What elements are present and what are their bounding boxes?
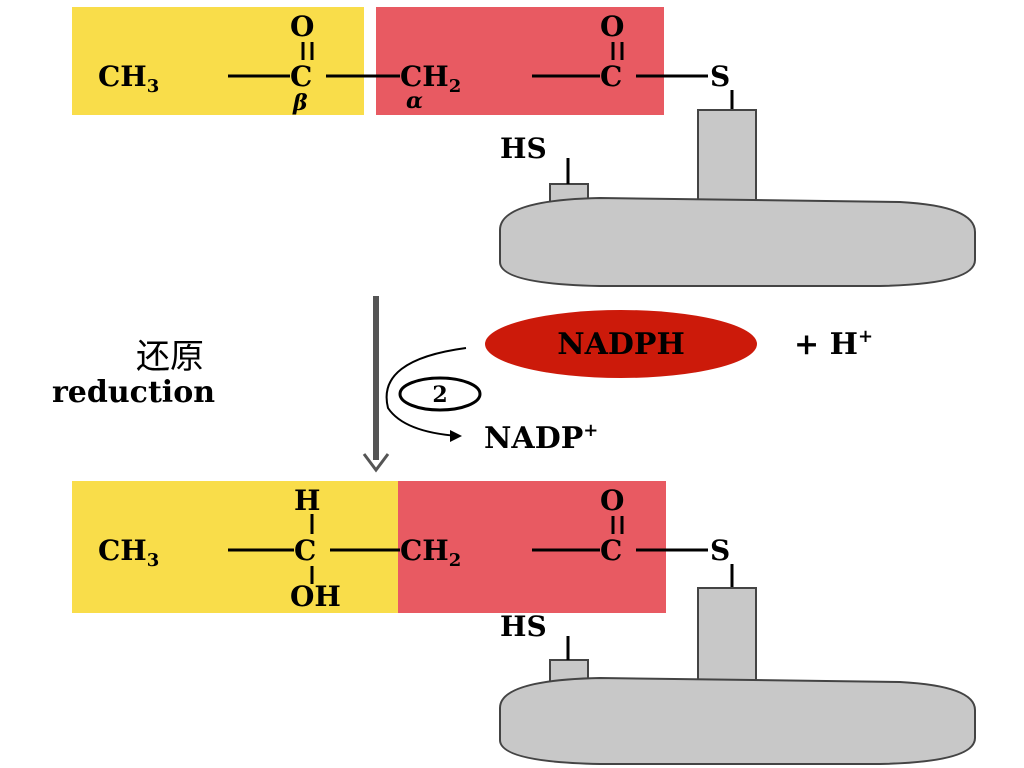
- bottom-ch3: CH3: [98, 534, 159, 571]
- step-number-circle: [398, 376, 482, 412]
- reduction-chinese-label: 还原: [136, 337, 204, 377]
- bottom-acp-protein: HS: [499, 587, 976, 765]
- nadp-label: NADP+: [484, 420, 598, 456]
- top-beta-carbon: C: [290, 60, 312, 93]
- reaction-step: 还原 reduction 2 NADPH + H+ NADP+: [52, 296, 873, 473]
- top-molecule: CH3 O C β CH2 α O C S: [72, 7, 734, 116]
- top-acp-arm: [697, 109, 757, 203]
- bottom-sulfur: S: [710, 534, 730, 567]
- bottom-thioester-c: C: [600, 534, 622, 567]
- bottom-ch2: CH2: [400, 534, 461, 571]
- top-carbonyl-o: O: [290, 10, 314, 43]
- top-ch3: CH3: [98, 60, 159, 97]
- bottom-beta-box: [72, 481, 398, 613]
- bottom-hydroxyl-oh: OH: [290, 580, 341, 613]
- top-alpha-box: [376, 7, 664, 115]
- top-thioester-c: C: [600, 60, 622, 93]
- top-hs: HS: [500, 132, 547, 165]
- top-acp-protein: HS: [499, 109, 976, 287]
- top-thioester-o: O: [600, 10, 624, 43]
- top-ch2: CH2: [400, 60, 461, 97]
- bottom-thioester-o: O: [600, 484, 624, 517]
- cofactor-curve-arrow: [385, 347, 467, 437]
- top-sulfur: S: [710, 60, 730, 93]
- bottom-molecule: CH3 H C OH CH2 O C S: [72, 481, 734, 613]
- step-number: 2: [432, 382, 447, 408]
- cofactor-curve-arrow-head: [450, 430, 462, 442]
- bottom-hs: HS: [500, 610, 547, 643]
- nadph-label: NADPH: [557, 327, 685, 362]
- top-beta-box: [72, 7, 364, 115]
- top-alpha-label: α: [406, 88, 423, 114]
- nadph-oval: [485, 310, 757, 378]
- top-beta-label: β: [292, 90, 308, 116]
- bottom-acp-body: [499, 676, 976, 765]
- proton-label: + H+: [794, 326, 873, 362]
- bottom-alpha-box: [398, 481, 666, 613]
- bottom-hydroxyl-h: H: [294, 484, 320, 517]
- bottom-beta-carbon: C: [294, 534, 316, 567]
- reaction-arrow-head: [362, 453, 390, 473]
- bottom-acp-arm: [697, 587, 757, 687]
- reduction-english-label: reduction: [52, 375, 215, 410]
- top-acp-body: [499, 196, 976, 287]
